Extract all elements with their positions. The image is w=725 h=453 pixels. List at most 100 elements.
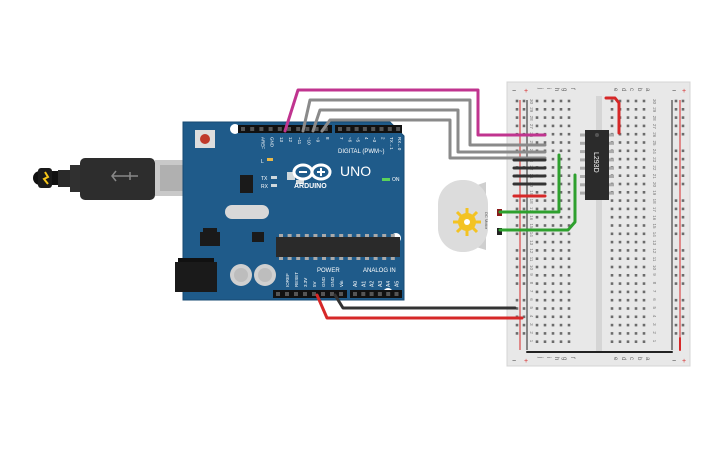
rx-label: RX (261, 184, 269, 190)
power-pin[interactable] (303, 292, 307, 296)
l-led (267, 158, 273, 161)
header-pin[interactable] (268, 127, 273, 131)
wire-black-gnd[interactable] (333, 293, 517, 310)
header-pin[interactable] (241, 127, 245, 131)
row-number: 25 (529, 141, 534, 147)
row-number: 30 (529, 99, 534, 105)
header-pin[interactable] (287, 127, 291, 131)
analog-pin[interactable] (394, 292, 399, 296)
analog-pin[interactable] (353, 292, 357, 296)
digital-header-right (335, 125, 402, 133)
row-number: 13 (652, 240, 657, 246)
dc-motor[interactable]: DC Motor (438, 180, 502, 252)
wire-gray-pin9[interactable] (320, 118, 547, 160)
column-letter: a (644, 357, 650, 361)
analog-label: ANALOG IN (363, 268, 396, 274)
digital-pin-label: 7 (339, 137, 344, 140)
rail-plus-bottom-right: + (682, 358, 686, 365)
header-pin[interactable] (371, 127, 376, 131)
row-number: 1 (652, 340, 657, 343)
header-pin[interactable] (314, 127, 319, 131)
wire-red-5v[interactable] (315, 293, 524, 320)
column-letter: c (628, 357, 634, 360)
row-number: 14 (652, 232, 657, 238)
wire-gray-pin11[interactable] (301, 98, 547, 147)
reset-button[interactable] (195, 130, 215, 148)
column-letter: i (545, 88, 551, 89)
wire-red-rail-top[interactable] (604, 96, 621, 135)
header-pin[interactable] (277, 127, 282, 131)
l293d-chip[interactable]: L293D (580, 130, 614, 200)
row-number: 6 (529, 298, 534, 301)
wire-green-motor-1[interactable] (498, 153, 561, 214)
row-number: 30 (652, 99, 657, 105)
power-pin-label: GND (330, 276, 335, 287)
power-pin-label: RESET (294, 272, 299, 287)
analog-pin[interactable] (377, 292, 382, 296)
rail-minus-bottom-right: − (672, 358, 676, 365)
wire-green-motor-2[interactable] (498, 173, 577, 232)
voltage-regulator (200, 232, 220, 246)
row-number: 24 (652, 149, 657, 155)
on-label: ON (392, 177, 400, 183)
header-pin[interactable] (379, 127, 384, 131)
header-pin[interactable] (396, 127, 401, 131)
row-number: 6 (652, 298, 657, 301)
analog-pin[interactable] (361, 292, 366, 296)
power-pin[interactable] (339, 292, 343, 296)
rail-plus-top-right: + (682, 88, 686, 95)
row-number: 18 (529, 199, 534, 205)
analog-pin-label: A2 (370, 281, 376, 287)
digital-pin-label: GND (270, 137, 275, 148)
header-pin[interactable] (250, 127, 255, 131)
row-number: 10 (529, 265, 534, 271)
on-led (382, 178, 390, 181)
row-number: 3 (652, 323, 657, 326)
motor-terminal-negative[interactable] (497, 228, 502, 235)
header-pin[interactable] (296, 127, 301, 131)
crystal (225, 205, 269, 219)
power-pin[interactable] (285, 292, 289, 296)
power-jack[interactable] (175, 262, 217, 292)
header-pin[interactable] (259, 127, 264, 131)
wire-magenta-pin12[interactable] (283, 88, 547, 137)
digital-pin-label: 4 (364, 137, 369, 140)
digital-pin-label: ~10 (306, 137, 311, 145)
header-pin[interactable] (362, 127, 367, 131)
wires[interactable] (283, 88, 681, 353)
header-pin[interactable] (323, 127, 328, 131)
power-pin[interactable] (312, 292, 316, 296)
power-pin[interactable] (294, 292, 298, 296)
column-letter: j (537, 356, 543, 358)
row-number: 12 (529, 248, 534, 254)
wire-gray-pin10[interactable] (311, 108, 547, 154)
analog-pin[interactable] (369, 292, 374, 296)
analog-pin[interactable] (386, 292, 391, 296)
digital-pin-label: ~11 (297, 137, 302, 145)
row-number: 2 (652, 331, 657, 334)
digital-pin-label: 8 (325, 137, 330, 140)
header-pin[interactable] (305, 127, 310, 131)
lightning-icon (42, 171, 50, 185)
header-pin[interactable] (346, 127, 351, 131)
row-number: 9 (529, 273, 534, 276)
analog-pin-label: A0 (353, 281, 359, 287)
row-numbers-left: 3029282726252423222120191817161514131211… (529, 99, 534, 343)
row-number: 28 (529, 116, 534, 122)
header-pin[interactable] (338, 127, 342, 131)
center-channel (596, 96, 602, 352)
power-pin[interactable] (330, 292, 334, 296)
digital-pin-label: ~9 (316, 137, 321, 143)
rail-minus-bottom-left: − (512, 358, 516, 365)
power-pin[interactable] (276, 292, 280, 296)
row-number: 15 (529, 224, 534, 230)
arduino-logo (292, 163, 332, 181)
header-pin[interactable] (387, 127, 392, 131)
power-pin[interactable] (321, 292, 325, 296)
header-pin[interactable] (354, 127, 359, 131)
digital-pin-label: TX→1 (389, 137, 394, 150)
row-number: 16 (529, 215, 534, 221)
